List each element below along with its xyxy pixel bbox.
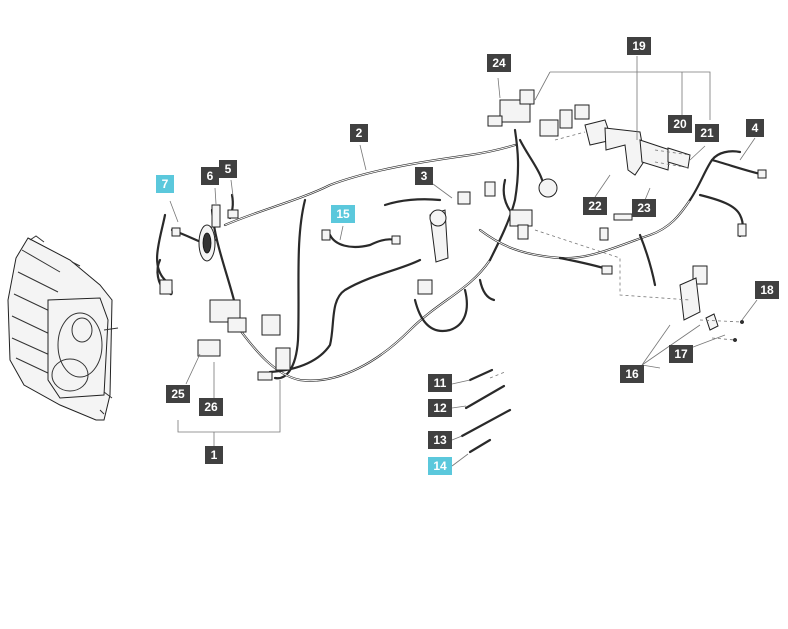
headlight-assembly xyxy=(7,235,119,421)
callout-15[interactable]: 15 xyxy=(331,205,355,223)
svg-text:21: 21 xyxy=(700,126,714,140)
svg-text:5: 5 xyxy=(225,162,232,176)
svg-text:16: 16 xyxy=(625,367,639,381)
callout-14[interactable]: 14 xyxy=(428,457,452,475)
callout-26[interactable]: 26 xyxy=(199,398,223,416)
callout-16[interactable]: 16 xyxy=(620,365,644,383)
svg-text:4: 4 xyxy=(752,121,759,135)
callout-1[interactable]: 1 xyxy=(205,446,223,464)
svg-text:1: 1 xyxy=(211,448,218,462)
callout-19[interactable]: 19 xyxy=(627,37,651,55)
svg-text:12: 12 xyxy=(433,401,447,415)
callout-6[interactable]: 6 xyxy=(201,167,219,185)
svg-text:14: 14 xyxy=(433,459,447,473)
callout-3[interactable]: 3 xyxy=(415,167,433,185)
callout-22[interactable]: 22 xyxy=(583,197,607,215)
callout-20[interactable]: 20 xyxy=(668,115,692,133)
svg-text:25: 25 xyxy=(171,387,185,401)
svg-text:3: 3 xyxy=(421,169,428,183)
callout-13[interactable]: 13 xyxy=(428,431,452,449)
callout-21[interactable]: 21 xyxy=(695,124,719,142)
callout-5[interactable]: 5 xyxy=(219,160,237,178)
callout-18[interactable]: 18 xyxy=(755,281,779,299)
svg-text:20: 20 xyxy=(673,117,687,131)
svg-text:17: 17 xyxy=(674,347,688,361)
callout-2[interactable]: 2 xyxy=(350,124,368,142)
svg-text:18: 18 xyxy=(760,283,774,297)
svg-text:15: 15 xyxy=(336,207,350,221)
svg-text:13: 13 xyxy=(433,433,447,447)
callout-4[interactable]: 4 xyxy=(746,119,764,137)
callout-7[interactable]: 7 xyxy=(156,175,174,193)
svg-text:22: 22 xyxy=(588,199,602,213)
cable-ties xyxy=(460,320,744,454)
svg-text:11: 11 xyxy=(434,376,447,390)
svg-text:7: 7 xyxy=(162,177,169,191)
svg-text:19: 19 xyxy=(632,39,646,53)
callouts: 1 2 3 4 5 6 7 11 12 13 14 15 16 17 18 19… xyxy=(156,37,779,475)
callout-25[interactable]: 25 xyxy=(166,385,190,403)
svg-text:6: 6 xyxy=(207,169,214,183)
callout-24[interactable]: 24 xyxy=(487,54,511,72)
callout-17[interactable]: 17 xyxy=(669,345,693,363)
callout-11[interactable]: 11 xyxy=(428,374,452,392)
callout-23[interactable]: 23 xyxy=(632,199,656,217)
svg-text:24: 24 xyxy=(492,56,506,70)
svg-text:26: 26 xyxy=(204,400,218,414)
callout-12[interactable]: 12 xyxy=(428,399,452,417)
harness-connectors xyxy=(159,89,767,381)
svg-text:2: 2 xyxy=(356,126,363,140)
svg-text:23: 23 xyxy=(637,201,651,215)
